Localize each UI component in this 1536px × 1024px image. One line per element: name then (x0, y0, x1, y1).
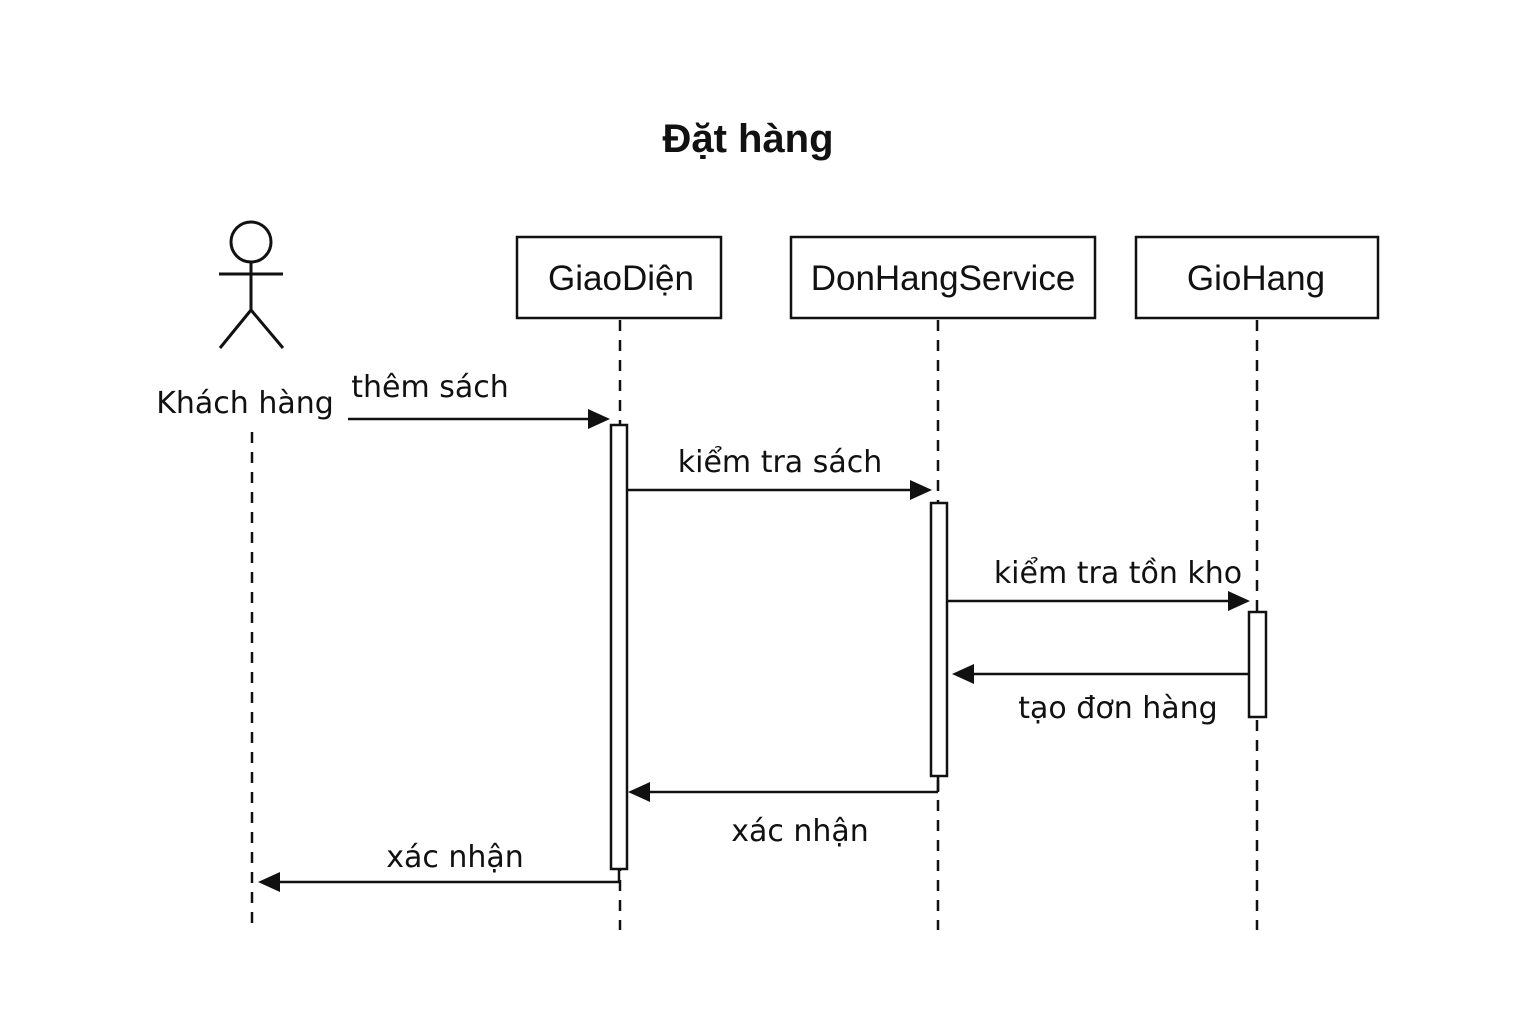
participant-giaodien: GiaoDiện (515, 235, 723, 320)
arrowhead-left-icon (952, 664, 974, 684)
arrowhead-left-icon (628, 782, 650, 802)
message-kiem-tra-ton-kho: kiểm tra tồn kho (947, 555, 1250, 611)
arrowhead-right-icon (910, 480, 932, 500)
participant-giohang: GioHang (1134, 235, 1380, 320)
diagram-title: Đặt hàng (662, 117, 833, 161)
participant-label: GiaoDiện (548, 259, 694, 298)
message-tao-don-hang: tạo đơn hàng (952, 664, 1249, 726)
activation-giaodien (609, 423, 629, 871)
activation-donhangservice (929, 501, 949, 778)
actor-label: Khách hàng (156, 386, 334, 421)
participant-donhangservice: DonHangService (789, 235, 1097, 320)
activation-giohang (1247, 610, 1268, 719)
arrowhead-right-icon (1228, 591, 1250, 611)
message-kiem-tra-sach: kiểm tra sách (627, 444, 932, 500)
message-them-sach: thêm sách (348, 370, 610, 429)
message-label: kiểm tra tồn kho (994, 555, 1242, 591)
participant-label: DonHangService (811, 259, 1076, 298)
message-label: xác nhận (386, 840, 524, 875)
actor-figure-icon (218, 220, 285, 349)
arrowhead-right-icon (588, 409, 610, 429)
message-label: thêm sách (351, 370, 509, 405)
message-label: tạo đơn hàng (1018, 691, 1217, 726)
message-label: xác nhận (731, 814, 869, 849)
participant-label: GioHang (1187, 259, 1325, 298)
message-xac-nhan-2: xác nhận (258, 840, 621, 892)
message-xac-nhan-1: xác nhận (628, 776, 940, 849)
arrowhead-left-icon (258, 872, 280, 892)
message-label: kiểm tra sách (678, 444, 882, 480)
